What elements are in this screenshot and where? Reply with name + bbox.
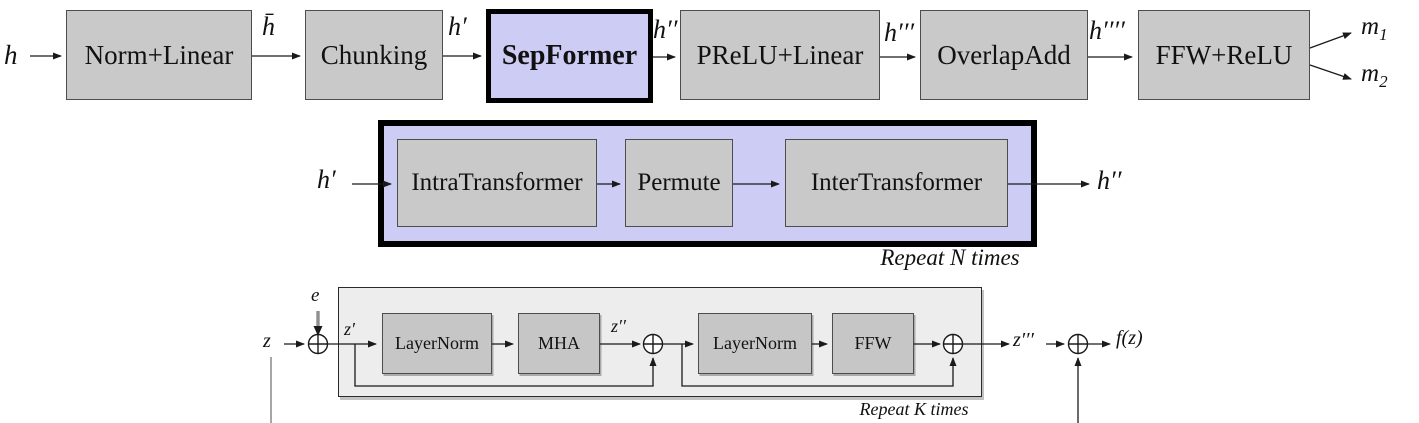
detail-input-h-prime: h′ bbox=[317, 165, 336, 194]
sum-node-1 bbox=[307, 333, 329, 355]
arrow-to-m2 bbox=[1309, 64, 1352, 80]
output-m1-sub: 1 bbox=[1379, 25, 1388, 44]
output-m1-base: m bbox=[1361, 13, 1380, 40]
repeat-k-times-label: Repeat K times bbox=[859, 399, 969, 419]
block-layernorm-1: LayerNorm bbox=[382, 313, 492, 374]
repeat-n-times-label: Repeat N times bbox=[880, 245, 1020, 270]
block-norm-linear: Norm+Linear bbox=[66, 10, 252, 100]
block-intertransformer: InterTransformer bbox=[785, 139, 1008, 227]
signal-h-3prime: h′′′ bbox=[884, 18, 915, 47]
signal-z-prime: z′ bbox=[344, 319, 355, 339]
output-m2-sub: 2 bbox=[1379, 72, 1388, 91]
signal-h-4prime: h′′′′ bbox=[1089, 16, 1125, 45]
block-mha: MHA bbox=[518, 313, 600, 374]
block-prelu-linear: PReLU+Linear bbox=[680, 10, 880, 100]
arrow-e-head bbox=[313, 326, 323, 336]
signal-z: z bbox=[263, 330, 271, 352]
signal-z-3prime: z′′′ bbox=[1013, 329, 1034, 351]
output-m1: m1 bbox=[1361, 13, 1388, 44]
sum-node-4 bbox=[1067, 333, 1089, 355]
block-ffw-relu: FFW+ReLU bbox=[1138, 10, 1310, 100]
signal-h: h bbox=[4, 40, 18, 70]
signal-h-prime: h′ bbox=[448, 12, 467, 41]
block-intratransformer: IntraTransformer bbox=[397, 139, 597, 227]
block-chunking: Chunking bbox=[305, 10, 443, 100]
block-overlapadd: OverlapAdd bbox=[920, 10, 1088, 100]
output-m2: m2 bbox=[1361, 60, 1388, 91]
output-m2-base: m bbox=[1361, 60, 1380, 87]
block-permute: Permute bbox=[625, 139, 733, 227]
block-layernorm-2: LayerNorm bbox=[698, 313, 812, 374]
signal-e: e bbox=[311, 285, 320, 306]
detail-output-h-2prime: h′′ bbox=[1097, 166, 1122, 195]
block-sepformer: SepFormer bbox=[486, 9, 653, 103]
arrow-to-m1 bbox=[1309, 32, 1352, 49]
signal-h-bar: h̄ bbox=[262, 12, 275, 41]
signal-z-2prime: z′′ bbox=[611, 316, 626, 336]
signal-f-of-z: f(z) bbox=[1116, 327, 1143, 349]
signal-h-2prime: h′′ bbox=[653, 15, 678, 44]
block-ffw: FFW bbox=[832, 313, 914, 374]
